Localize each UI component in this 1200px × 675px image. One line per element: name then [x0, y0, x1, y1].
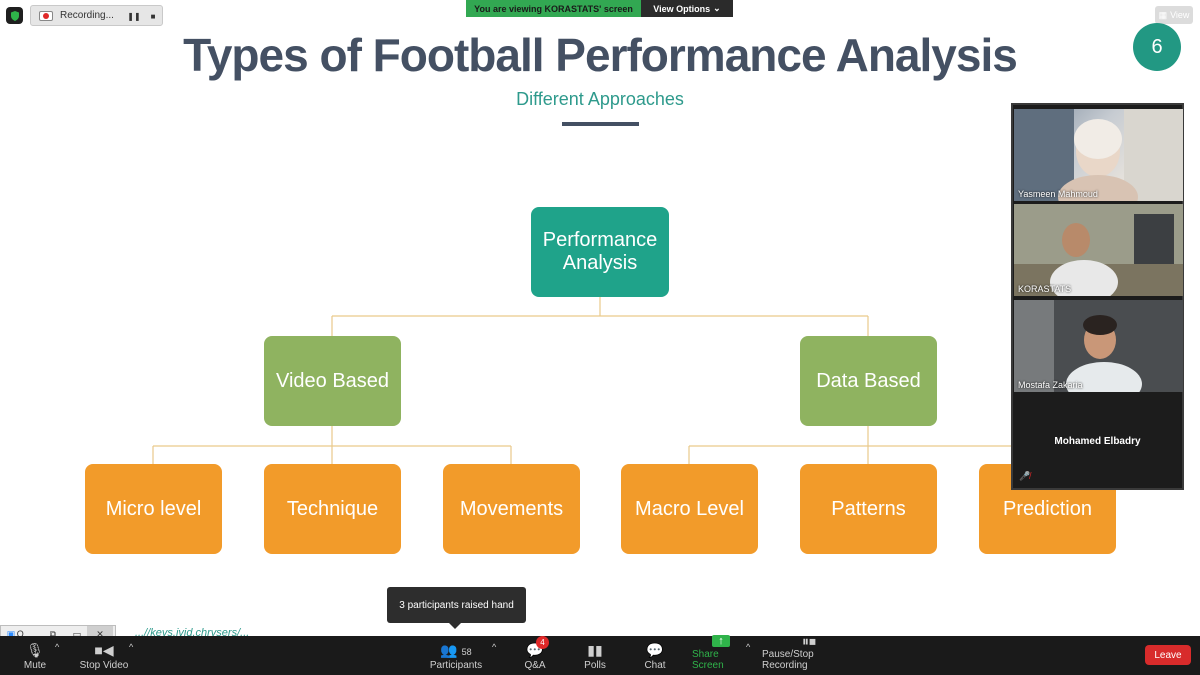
chat-button[interactable]: 💬 Chat — [640, 638, 670, 674]
participants-icon: 👥 58 — [440, 642, 472, 658]
participant-name: KORASTATS — [1018, 284, 1072, 294]
view-button[interactable]: ▦ View — [1155, 6, 1193, 24]
screen-share-banner: You are viewing KORASTATS' screen View O… — [466, 0, 733, 17]
polls-label: Polls — [584, 660, 606, 671]
share-screen-button[interactable]: ↑ Share Screen — [692, 635, 750, 674]
participant-video — [1014, 300, 1183, 392]
recording-control-label: Pause/Stop Recording — [762, 649, 814, 671]
share-options-caret-icon[interactable]: ^ — [746, 642, 751, 652]
video-gallery[interactable]: Yasmeen Mahmoud KORASTATS Mostafa Zakari… — [1011, 103, 1184, 490]
slide-subtitle: Different Approaches — [516, 89, 684, 109]
node-data-based: Data Based — [800, 336, 937, 426]
node-technique: Technique — [264, 464, 401, 554]
chat-label: Chat — [644, 660, 666, 671]
view-label: View — [1170, 10, 1190, 20]
qa-label: Q&A — [524, 660, 546, 671]
video-tile-mostafa[interactable]: Mostafa Zakaria — [1014, 300, 1183, 392]
participants-label: Participants — [429, 660, 483, 671]
viewing-screen-label: You are viewing KORASTATS' screen — [466, 0, 641, 17]
mute-label: Mute — [23, 660, 47, 671]
share-screen-icon: ↑ — [712, 635, 730, 647]
node-movements: Movements — [443, 464, 580, 554]
microphone-icon: 🎙 — [26, 642, 44, 658]
qa-button[interactable]: 💬 4 Q&A — [520, 636, 550, 674]
meeting-toolbar: 🎙 Mute ^ ■◀ Stop Video ^ 👥 58 Participan… — [0, 633, 1200, 675]
chevron-down-icon: ⌄ — [713, 3, 721, 13]
subtitle-underline — [562, 122, 639, 126]
pause-stop-recording-button[interactable]: ⏸⏹ Pause/Stop Recording — [762, 633, 856, 674]
participant-name: Yasmeen Mahmoud — [1018, 189, 1098, 199]
node-macro-level: Macro Level — [621, 464, 758, 554]
stop-recording-icon[interactable]: ■ — [150, 11, 156, 21]
grid-icon: ▦ — [1158, 9, 1168, 20]
video-camera-icon: ■◀ — [94, 642, 114, 658]
node-patterns: Patterns — [800, 464, 937, 554]
zoom-logo-icon: ▣ — [6, 628, 16, 639]
participant-video — [1014, 109, 1183, 201]
participants-caret-icon[interactable]: ^ — [492, 642, 497, 652]
node-video-based: Video Based — [264, 336, 401, 426]
maximize-icon[interactable]: ▭ — [72, 628, 82, 639]
node-performance-analysis: Performance Analysis — [531, 207, 669, 297]
recording-label: Recording... — [60, 10, 114, 21]
qa-badge: 4 — [536, 636, 549, 649]
participant-video — [1014, 204, 1183, 296]
leave-button[interactable]: Leave — [1145, 645, 1191, 665]
video-tile-mohamed[interactable]: Mohamed Elbadry — [1054, 435, 1141, 447]
node-micro-level: Micro level — [85, 464, 222, 554]
restore-window-icon[interactable]: ⧉ — [49, 628, 57, 639]
mute-button[interactable]: 🎙 Mute — [18, 638, 52, 674]
video-options-caret-icon[interactable]: ^ — [129, 642, 134, 652]
slide-title: Types of Football Performance Analysis — [183, 29, 1018, 81]
participants-count: 58 — [461, 647, 472, 657]
participants-button[interactable]: 👥 58 Participants — [430, 638, 482, 674]
video-tile-korastats[interactable]: KORASTATS — [1014, 204, 1183, 296]
muted-mic-icon: 🎤̸ — [1019, 471, 1031, 481]
slide-page-number: 6 — [1133, 23, 1181, 71]
audio-options-caret-icon[interactable]: ^ — [55, 642, 60, 652]
pause-stop-icon: ⏸⏹ — [802, 633, 816, 649]
stop-video-label: Stop Video — [79, 660, 129, 671]
mini-window-label: Q... — [16, 629, 32, 639]
raised-hand-tooltip: 3 participants raised hand — [387, 587, 526, 629]
participant-name: Mostafa Zakaria — [1018, 380, 1083, 390]
recording-icon — [39, 10, 53, 21]
stop-video-button[interactable]: ■◀ Stop Video — [78, 638, 130, 674]
polls-button[interactable]: ▮▮ Polls — [580, 638, 610, 674]
polls-icon: ▮▮ — [587, 642, 603, 658]
recording-indicator: Recording... ❚❚ ■ — [30, 5, 163, 26]
share-screen-label: Share Screen — [692, 649, 724, 671]
view-options-label: View Options — [653, 3, 711, 14]
pause-recording-icon[interactable]: ❚❚ — [127, 11, 141, 21]
video-tile-yasmeen[interactable]: Yasmeen Mahmoud — [1014, 109, 1183, 201]
security-shield-icon[interactable] — [6, 7, 23, 24]
chat-icon: 💬 — [646, 642, 664, 658]
view-options-button[interactable]: View Options ⌄ — [641, 0, 733, 17]
